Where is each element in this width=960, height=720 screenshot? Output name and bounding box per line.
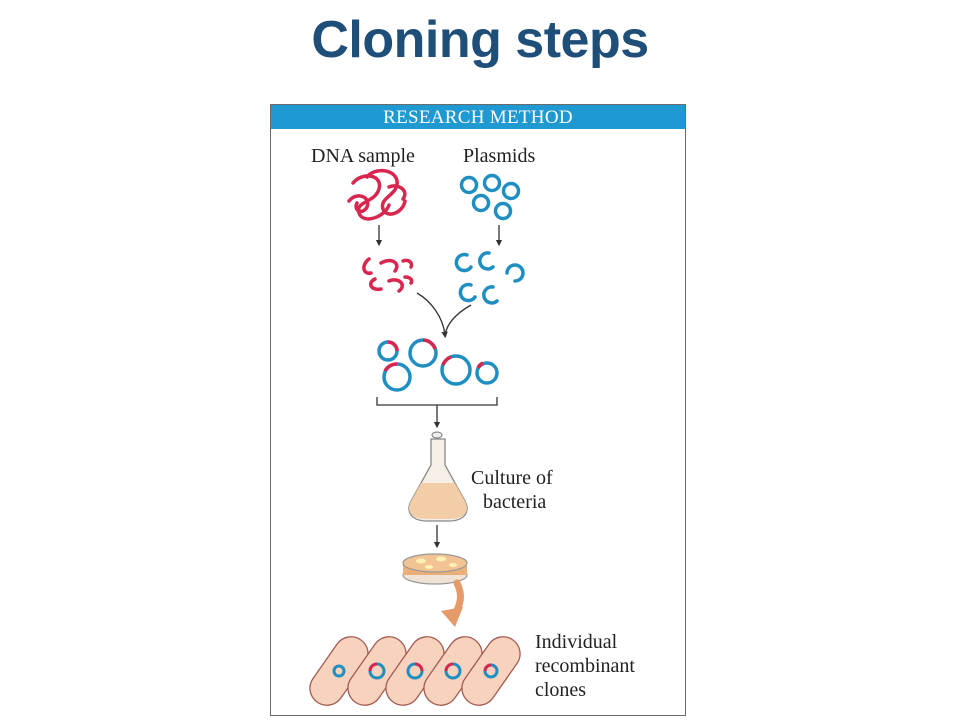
clones-label-line2: recombinant <box>535 655 635 677</box>
culture-label-line1: Culture of <box>471 467 553 489</box>
dna-sample-label: DNA sample <box>311 145 415 167</box>
recombinant-plasmids-icon <box>377 338 499 392</box>
bacterial-clones-icon <box>309 636 521 706</box>
panel-header: RESEARCH METHOD <box>271 105 685 129</box>
cut-plasmids-icon <box>454 251 525 305</box>
selection-arrow <box>441 579 464 627</box>
dna-tangle-icon <box>347 168 407 221</box>
dna-fragments-icon <box>362 257 414 293</box>
cloning-diagram <box>309 168 525 706</box>
step-arrows-top <box>375 225 503 247</box>
slide-title: Cloning steps <box>311 11 649 69</box>
plasmid-rings-icon <box>459 173 521 221</box>
research-method-panel: RESEARCH METHOD <box>270 104 686 716</box>
clones-label-line3: clones <box>535 679 587 701</box>
petri-dish-icon <box>402 553 468 585</box>
clones-label-line1: Individual <box>535 631 618 653</box>
plasmids-label: Plasmids <box>463 145 536 167</box>
culture-label-line2: bacteria <box>483 491 547 513</box>
culture-flask-icon <box>408 431 468 522</box>
join-arrow <box>416 292 472 339</box>
grouping-brace <box>376 397 498 409</box>
